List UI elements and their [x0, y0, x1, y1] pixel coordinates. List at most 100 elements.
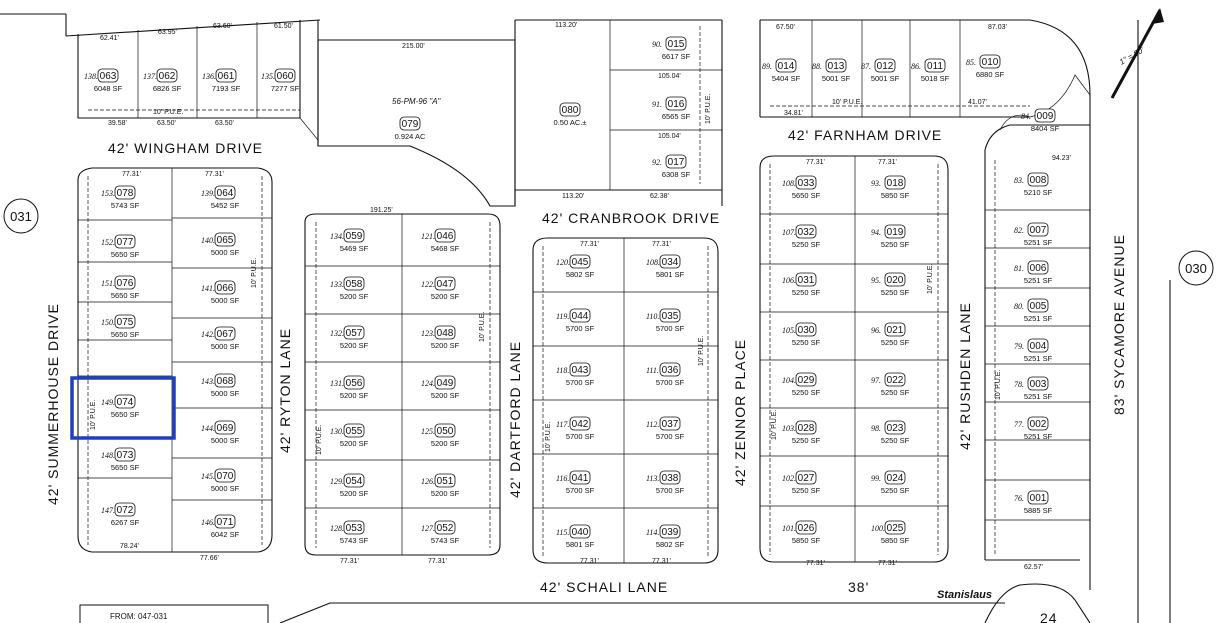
- apn-number: 047: [437, 279, 454, 290]
- lot-area: 5700 SF: [566, 324, 595, 333]
- page-ref-left[interactable]: 031: [3, 198, 39, 234]
- dim-7731-d4: 77.31': [878, 560, 897, 567]
- lot-area: 6048 SF: [94, 84, 123, 93]
- lot-area: 5650 SF: [111, 291, 140, 300]
- lot-number: 138.: [84, 72, 98, 81]
- apn-box: [434, 473, 456, 488]
- apn-number: 022: [887, 375, 904, 386]
- lot-area: 5650 SF: [111, 250, 140, 259]
- selected-parcel-highlight[interactable]: [70, 376, 176, 440]
- apn-box: [434, 423, 456, 438]
- apn-number: 059: [346, 231, 363, 242]
- apn-box: [343, 423, 365, 438]
- lot-area: 5018 SF: [921, 74, 950, 83]
- page-ref-right[interactable]: 030: [1178, 250, 1214, 286]
- apn-number: 037: [662, 419, 679, 430]
- apn-number: 062: [159, 71, 176, 82]
- apn-box: [434, 520, 456, 535]
- apn-box: [1027, 222, 1049, 237]
